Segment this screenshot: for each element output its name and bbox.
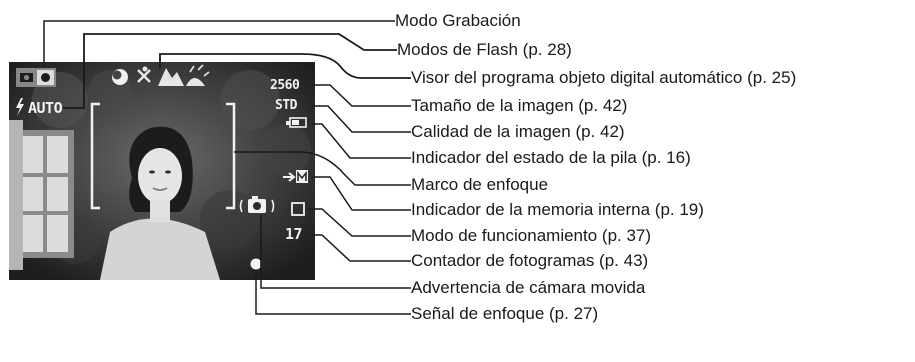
sports-icon: [137, 69, 151, 83]
leader-modo-grabacion: [43, 20, 395, 68]
window-frame: [9, 120, 74, 270]
subject-program-icons: [112, 64, 210, 86]
focus-frame: [90, 102, 236, 210]
label-modo-grabacion: Modo Grabación: [395, 11, 521, 30]
leader-memoria-interna: [312, 176, 411, 211]
leader-calidad-imagen: [312, 105, 411, 133]
image-size-readout: 2560: [270, 78, 300, 93]
label-modos-flash: Modos de Flash (p. 28): [397, 40, 572, 59]
leader-lines: [43, 20, 411, 315]
flash-icon: [16, 98, 24, 116]
lcd-screen: [9, 62, 315, 280]
leader-marco-enfoque: [234, 151, 411, 186]
recording-mode-indicator: [16, 68, 56, 87]
subject-person: [100, 126, 220, 280]
focus-signal-icon: [250, 258, 262, 270]
label-tamano-imagen: Tamaño de la imagen (p. 42): [411, 96, 628, 115]
leader-senal-enfoque: [255, 270, 411, 315]
image-quality-readout: STD: [275, 98, 297, 113]
leader-modo-funcionamiento: [308, 208, 411, 237]
label-visor-programa: Visor del programa objeto digital automá…: [411, 68, 797, 87]
flash-mode-readout: AUTO: [28, 99, 63, 117]
label-memoria-interna: Indicador de la memoria interna (p. 19): [411, 200, 704, 219]
leader-tamano-imagen: [312, 84, 411, 107]
label-camara-movida: Advertencia de cámara movida: [411, 278, 646, 297]
battery-icon: [286, 117, 307, 128]
camera-shake-icon: [239, 196, 275, 213]
label-senal-enfoque: Señal de enfoque (p. 27): [411, 304, 599, 323]
leader-visor-programa: [159, 53, 411, 79]
frame-counter-readout: 17: [285, 225, 303, 243]
single-frame-icon: [291, 202, 305, 216]
sunset-icon: [186, 78, 205, 86]
leader-camara-movida: [260, 215, 411, 289]
leader-estado-pila: [312, 123, 411, 159]
label-modo-funcionamiento: Modo de funcionamiento (p. 37): [411, 226, 652, 245]
internal-memory-icon: [283, 170, 308, 183]
leader-contador: [312, 234, 411, 262]
label-estado-pila: Indicador del estado de la pila (p. 16): [411, 148, 691, 167]
leader-modos-flash: [63, 33, 397, 109]
label-contador-fotogramas: Contador de fotogramas (p. 43): [411, 251, 649, 270]
label-marco-enfoque: Marco de enfoque: [411, 175, 549, 194]
landscape-icon: [158, 68, 184, 86]
label-calidad-imagen: Calidad de la imagen (p. 42): [411, 122, 625, 141]
